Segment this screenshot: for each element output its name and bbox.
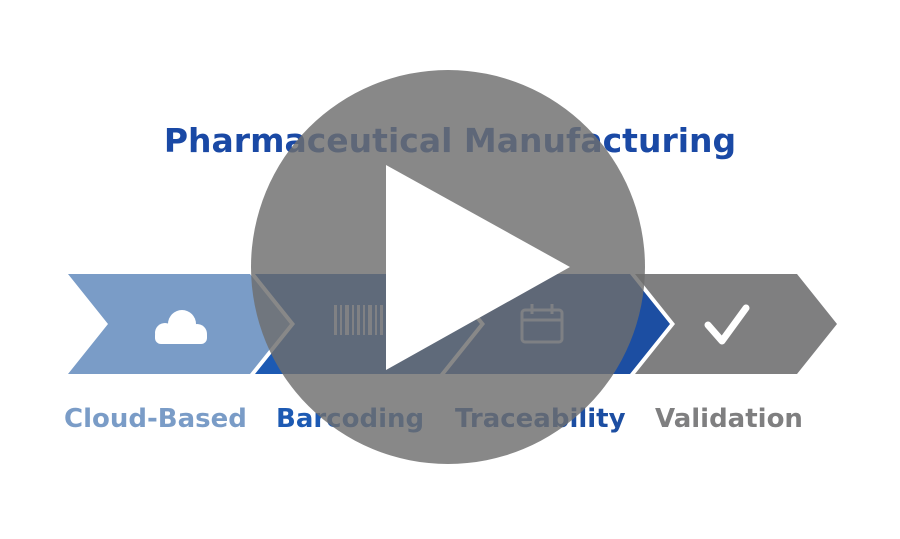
checkmark-icon [704, 304, 750, 345]
step-label-cloud-based: Cloud-Based [64, 404, 247, 434]
cloud-icon [155, 310, 207, 344]
play-icon [386, 165, 570, 370]
step-label-validation: Validation [655, 404, 803, 434]
